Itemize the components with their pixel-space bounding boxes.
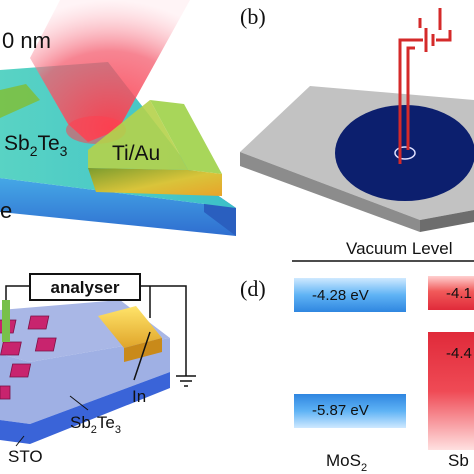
sb-label-fragment: Sb bbox=[448, 451, 469, 470]
sb2te3-leader bbox=[69, 395, 89, 411]
analyser-label: analyser bbox=[51, 278, 120, 297]
wavelength-label: 0 nm bbox=[2, 28, 51, 53]
in-label: In bbox=[132, 387, 146, 406]
panel-d: (d) Vacuum Level -4.28 eV -5.87 eV MoS2 … bbox=[240, 239, 474, 474]
mos2-lumo-band bbox=[294, 278, 406, 312]
vacuum-level-label: Vacuum Level bbox=[346, 239, 452, 258]
sb-bottom-value: -4.4 bbox=[446, 345, 472, 362]
analyser-box bbox=[29, 273, 141, 301]
laser-beam bbox=[30, 0, 190, 142]
panel-b: (b) bbox=[240, 4, 474, 232]
panel-b-label: (b) bbox=[240, 4, 266, 29]
tiau-front bbox=[88, 168, 222, 196]
sb-top-band bbox=[428, 276, 474, 310]
substrate-label-fragment: e bbox=[0, 198, 12, 223]
panel-c: analyser In Sb2Te3 STO bbox=[0, 273, 196, 466]
sb-top-value: -4.1 bbox=[446, 285, 472, 302]
voltage-source bbox=[398, 8, 452, 164]
mos2-bottom-value: -5.87 eV bbox=[312, 402, 369, 419]
panel-a: 0 nm Sb2Te3 Ti/Au e bbox=[0, 0, 236, 236]
probe-tip bbox=[2, 300, 10, 342]
in-contact-front bbox=[124, 338, 162, 362]
plate-right bbox=[420, 210, 474, 232]
panel-d-label: (d) bbox=[240, 276, 266, 301]
sb-bottom-band bbox=[428, 332, 474, 450]
flake-left bbox=[0, 84, 40, 118]
analyser-wiring bbox=[5, 285, 196, 387]
mos2-top-value: -4.28 eV bbox=[312, 287, 369, 304]
tiau-side bbox=[88, 100, 188, 170]
sto-label: STO bbox=[8, 447, 43, 466]
tiau-top bbox=[150, 100, 222, 174]
sb2te3-film-label: Sb2Te3 bbox=[70, 413, 121, 436]
tiau-label: Ti/Au bbox=[112, 142, 160, 165]
center-ring bbox=[394, 146, 416, 160]
mos2-label: MoS2 bbox=[326, 451, 367, 474]
substrate-side bbox=[0, 178, 236, 236]
plate-front bbox=[240, 152, 420, 232]
mos2-homo-band bbox=[294, 394, 406, 428]
blue-disk bbox=[335, 105, 474, 201]
sb2te3-label: Sb2Te3 bbox=[4, 132, 68, 159]
sto-leader bbox=[15, 435, 25, 447]
in-contact-top bbox=[98, 306, 162, 348]
